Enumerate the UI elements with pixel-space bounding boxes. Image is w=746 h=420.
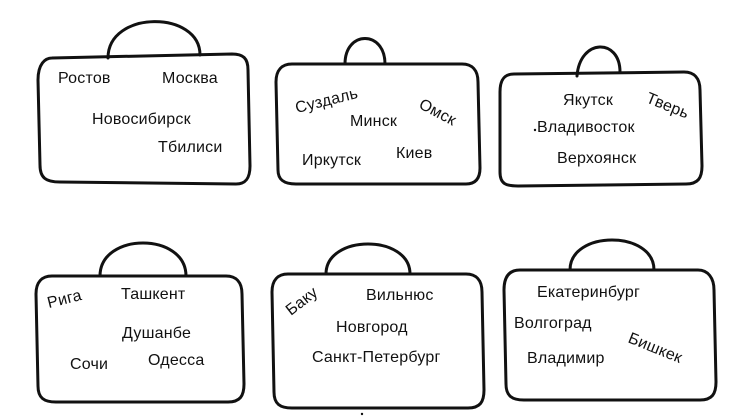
city-tashkent: Ташкент (121, 286, 186, 303)
suitcase-1-handle (106, 20, 202, 60)
suitcase-3-handle (575, 45, 622, 78)
city-odessa: Одесса (148, 352, 205, 369)
city-kiev: Киев (396, 145, 433, 162)
city-vladivostok: Владивосток (537, 119, 635, 136)
city-rostov: Ростов (58, 70, 111, 87)
city-vilnius: Вильнюс (366, 287, 434, 304)
suitcase-3-body (498, 70, 704, 188)
city-verkhoyansk: Верхоянск (557, 150, 637, 167)
suitcase-4-body (34, 274, 246, 404)
city-tbilisi: Тбилиси (158, 139, 223, 156)
suitcase-5-handle (324, 242, 412, 276)
suitcase-1 (36, 20, 252, 186)
suitcase-6 (502, 238, 718, 402)
suitcase-6-body (502, 268, 718, 402)
suitcase-2-body (274, 62, 482, 186)
suitcase-6-handle (568, 238, 656, 272)
city-irkutsk: Иркутск (302, 152, 362, 169)
city-dushanbe: Душанбе (122, 325, 192, 342)
suitcase-5 (270, 242, 486, 410)
city-sankt-peterburg: Санкт-Петербург (312, 349, 441, 366)
city-ekaterinburg: Екатеринбург (537, 284, 641, 301)
speck-1 (533, 128, 537, 132)
suitcase-4-handle (98, 241, 188, 278)
suitcase-2-handle (343, 37, 387, 66)
suitcase-5-body (270, 272, 486, 410)
city-novgorod: Новгород (336, 319, 408, 336)
city-vladimir: Владимир (527, 350, 605, 367)
suitcase-4 (34, 241, 246, 404)
speck-2 (360, 412, 364, 416)
city-sochi: Сочи (70, 356, 109, 373)
suitcase-2 (274, 37, 482, 186)
suitcase-3 (498, 45, 704, 188)
city-novosibirsk: Новосибирск (92, 111, 191, 128)
city-yakutsk: Якутск (563, 92, 614, 109)
suitcase-1-body (36, 52, 252, 186)
city-moskva: Москва (162, 70, 218, 87)
city-volgograd: Волгоград (514, 315, 592, 332)
city-minsk: Минск (350, 113, 398, 130)
